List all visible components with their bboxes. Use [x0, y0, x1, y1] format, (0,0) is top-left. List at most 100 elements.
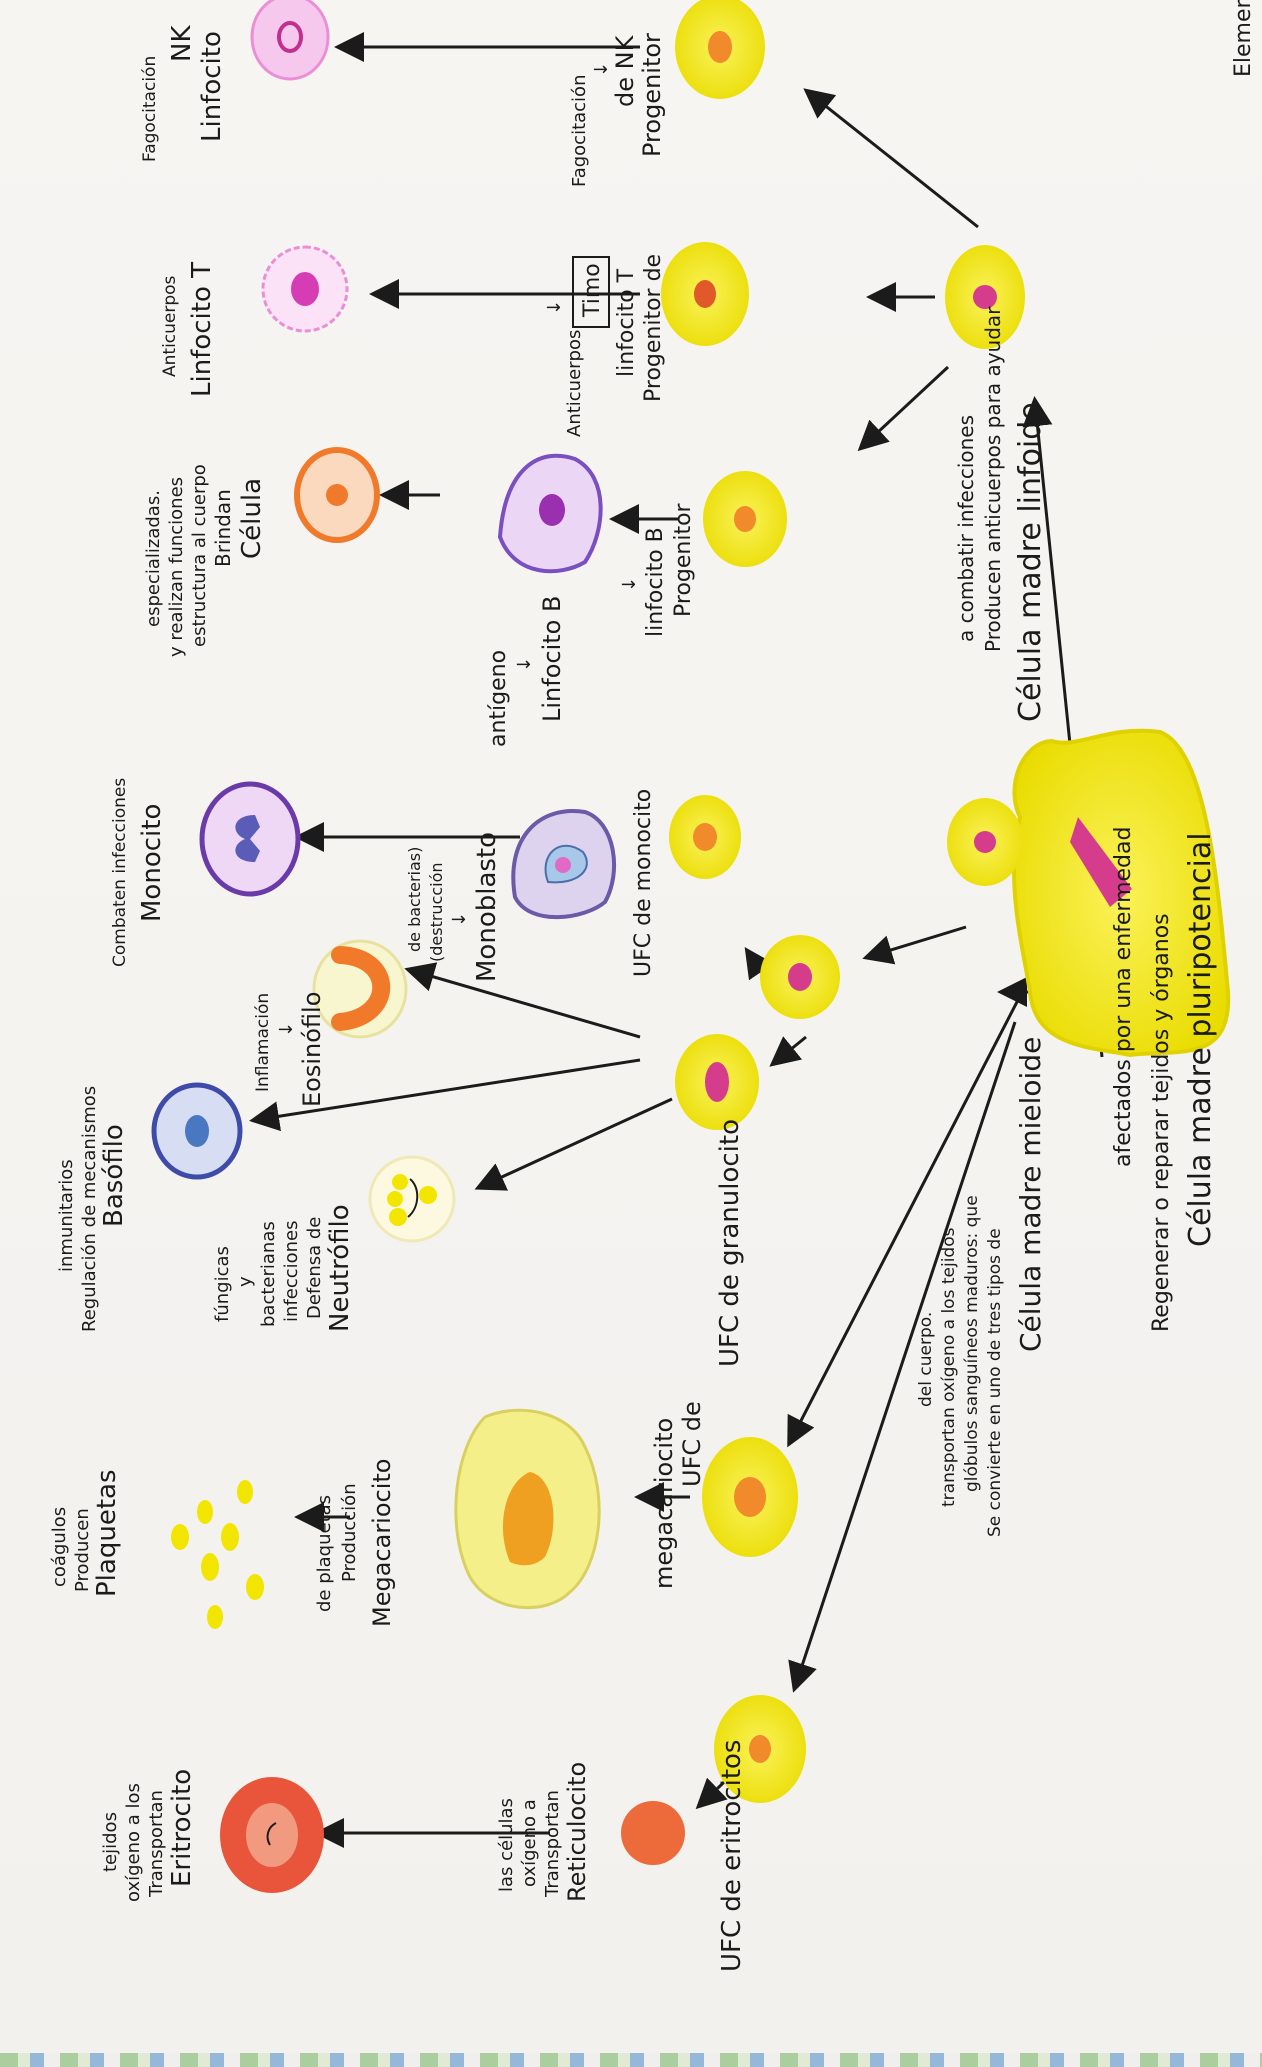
erythrocyte-ufc-title: UFC de eritrocitos [717, 1740, 747, 1972]
nk-cell-nucleus [277, 21, 303, 53]
neutrophil-link [407, 1178, 419, 1218]
arrow-myeloid-to-mono-path [862, 925, 967, 965]
erythrocyte-sub-3: tejidos [100, 1812, 121, 1872]
t-progenitor-sub: Anticuerpos [564, 330, 585, 437]
basophil-sub-2: inmunitarios [56, 1159, 77, 1272]
monocyte-ufc-title: UFC de monocito [631, 789, 656, 977]
myeloid-nucleus [974, 831, 996, 853]
plasma-cell-sub-3: y realizan funciones [166, 477, 187, 657]
lymphoid-desc-2: a combatir infecciones [954, 415, 978, 642]
platelet-6 [237, 1480, 253, 1504]
eosinophil: Eosinófilo ↓ Inflamación [253, 939, 408, 1107]
erythrocyte-ufc-nucleus [749, 1735, 771, 1763]
megakaryocyte-ufc-title-2: megacariocito [650, 1418, 678, 1589]
platelets-sub-2: coágulos [49, 1507, 70, 1587]
platelet-5 [171, 1524, 189, 1550]
platelet-1 [221, 1523, 239, 1551]
arrow-lymphoid-to-b-prog [857, 365, 950, 452]
t-cell-nucleus [291, 272, 319, 306]
plasma-cell-sub-2: estructura al cuerpo [189, 464, 210, 647]
megakaryocyte-ufc-nucleus [734, 1477, 766, 1517]
arrow-lymphoid-to-nk-prog [803, 88, 979, 229]
myeloid-title: Célula madre mieloide [1014, 1037, 1047, 1352]
basophil-title: Basófilo [99, 1124, 129, 1227]
monoblast-nucleolus [555, 857, 571, 873]
lymphoid-desc-1: Producen anticuerpos para ayudar [981, 306, 1005, 652]
plasma-cell-sub-1: Brindan [211, 489, 235, 567]
basophil-sub-1: Regulación de mecanismos [79, 1086, 100, 1332]
neutrophil-sub-2: infecciones [281, 1221, 302, 1323]
myeloid-intermediate-cell [760, 935, 840, 1019]
neutrophil: Neutrófilo Defensa de infecciones bacter… [212, 1155, 456, 1332]
neutrophil-sub-1: Defensa de [304, 1217, 325, 1319]
myeloid-desc-3: transportan oxígeno a los tejidos [939, 1227, 959, 1507]
t-cell: Linfocito T Anticuerpos [160, 245, 349, 397]
neutrophil-sub-5: fúngicas [212, 1246, 233, 1322]
b-progenitor-title-1: Progenitor [671, 502, 696, 617]
monoblast-sub-1: (destrucción [427, 862, 446, 962]
eosinophil-arrow: ↓ [276, 1022, 297, 1037]
nk-cell-title-1: Linfocito [197, 31, 227, 142]
nk-progenitor-nucleus [708, 31, 732, 63]
erythrocyte-center [246, 1803, 298, 1867]
pluripotent-nucleus [1070, 817, 1132, 907]
platelets-sub-1: Producen [72, 1508, 93, 1592]
platelets: Plaquetas Producen coágulos [49, 1470, 264, 1629]
erythrocyte-sub-1: Transportan [146, 1790, 167, 1898]
pluripotent-desc-1: Regenerar o reparar tejidos y órganos [1149, 913, 1174, 1332]
timo-label: Timo [580, 263, 605, 318]
arrow-gran-to-neutro [474, 1097, 673, 1191]
t-progenitor-title-2: linfocito T [614, 268, 639, 377]
lymphoid-stem-cell: Célula madre linfoide Producen anticuerp… [945, 245, 1048, 722]
monocyte-ufc-nucleus [693, 823, 717, 851]
b-cell-sub: antígeno [486, 650, 511, 747]
lymphoid-nucleus [973, 285, 997, 309]
b-cell-arrow: ↓ [514, 657, 535, 672]
megakaryocyte-ufc-title-1: UFC de [678, 1401, 706, 1487]
neutrophil-body [368, 1155, 456, 1243]
plasma-cell-title: Célula [237, 478, 267, 559]
plasma-cell: Célula Brindan estructura al cuerpo y re… [143, 447, 380, 657]
monocyte: Monocito Combaten infecciones [110, 778, 301, 967]
megakaryocyte-nucleus [503, 1472, 554, 1566]
monoblast-sub-2: de bacterias) [405, 847, 424, 952]
neutrophil-lobe-1 [389, 1208, 407, 1226]
megakaryocyte-sub-2: de plaquetas [314, 1495, 335, 1612]
b-progenitor-title-2: linfocito B [643, 527, 668, 637]
neutrophil-lobe-2 [387, 1191, 403, 1207]
intermediate-cell-nucleus [788, 963, 812, 991]
arrows [249, 32, 1104, 1848]
erythrocyte-title: Eritrocito [167, 1769, 197, 1887]
pluripotent-desc-2: afectados por una enfermedad [1111, 827, 1136, 1167]
platelet-7 [207, 1605, 223, 1629]
t-cell-sub: Anticuerpos [160, 275, 180, 377]
neutrophil-lobe-4 [419, 1186, 437, 1204]
megakaryocyte-ufc: UFC de megacariocito [650, 1401, 798, 1589]
reticulocyte-sub-2: oxígeno a [519, 1799, 540, 1887]
granulocyte-ufc-title: UFC de granulocito [715, 1119, 745, 1367]
monocyte-ufc: UFC de monocito [631, 789, 741, 977]
platelets-title: Plaquetas [92, 1470, 122, 1598]
reticulocyte-sub-3: las células [496, 1798, 517, 1892]
monocyte-title: Monocito [137, 804, 167, 922]
myeloid-desc-4: del cuerpo. [916, 1312, 936, 1407]
platelet-2 [201, 1553, 219, 1581]
basophil: Basófilo Regulación de mecanismos inmuni… [56, 1082, 243, 1332]
timo-box [572, 256, 610, 328]
b-cell-nucleus [539, 494, 565, 526]
erythrocyte-mark [266, 1822, 277, 1846]
b-progenitor-nucleus [734, 506, 756, 532]
nk-cell-sub: Fagocitación [140, 56, 160, 162]
plasma-cell-nucleus [326, 484, 348, 506]
nk-cell-title-2: NK [167, 25, 197, 62]
granulocyte-ufc-nucleus [705, 1062, 729, 1102]
pluripotent-title: Célula madre pluripotencial [1183, 832, 1218, 1247]
megakaryocyte-title: Megacariocito [368, 1459, 396, 1628]
t-progenitor-nucleus [694, 280, 716, 308]
myeloid-stem-cell: Célula madre mieloide Se convierte en un… [916, 798, 1047, 1537]
neutrophil-sub-4: y [235, 1276, 256, 1287]
monoblast: Monoblasto ↓ (destrucción de bacterias) [405, 809, 617, 982]
